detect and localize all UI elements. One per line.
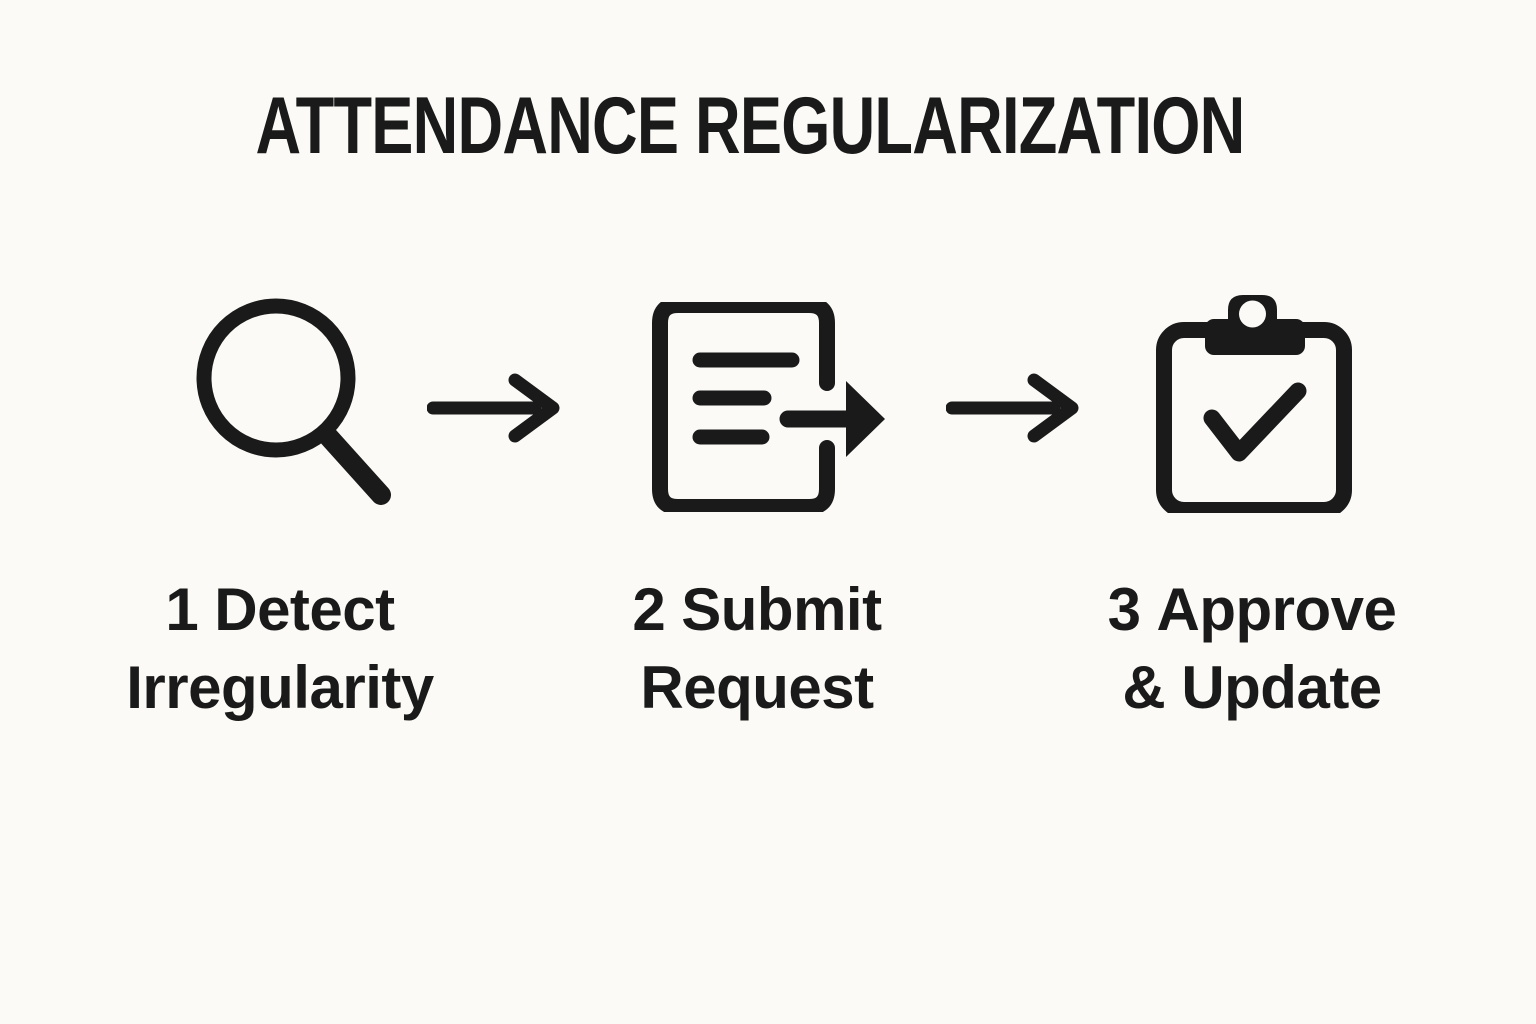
arrow-right-icon bbox=[427, 368, 562, 448]
step-label-line1: Submit bbox=[681, 576, 882, 643]
step-label-line2: Request bbox=[640, 654, 874, 721]
arrow-right-icon bbox=[946, 368, 1081, 448]
page-title: ATTENDANCE REGULARIZATION bbox=[255, 81, 1246, 171]
step-number: 3 bbox=[1107, 576, 1141, 643]
step-number: 1 bbox=[165, 576, 199, 643]
step-label-line2: Irregularity bbox=[126, 654, 434, 721]
step-label-line1: Detect bbox=[214, 576, 395, 643]
magnifier-icon bbox=[180, 295, 400, 515]
step-label-line1: Approve bbox=[1156, 576, 1397, 643]
step-label-line2: & Update bbox=[1122, 654, 1382, 721]
document-submit-icon bbox=[652, 302, 892, 512]
clipboard-check-icon bbox=[1155, 293, 1355, 513]
step-number: 2 bbox=[632, 576, 666, 643]
